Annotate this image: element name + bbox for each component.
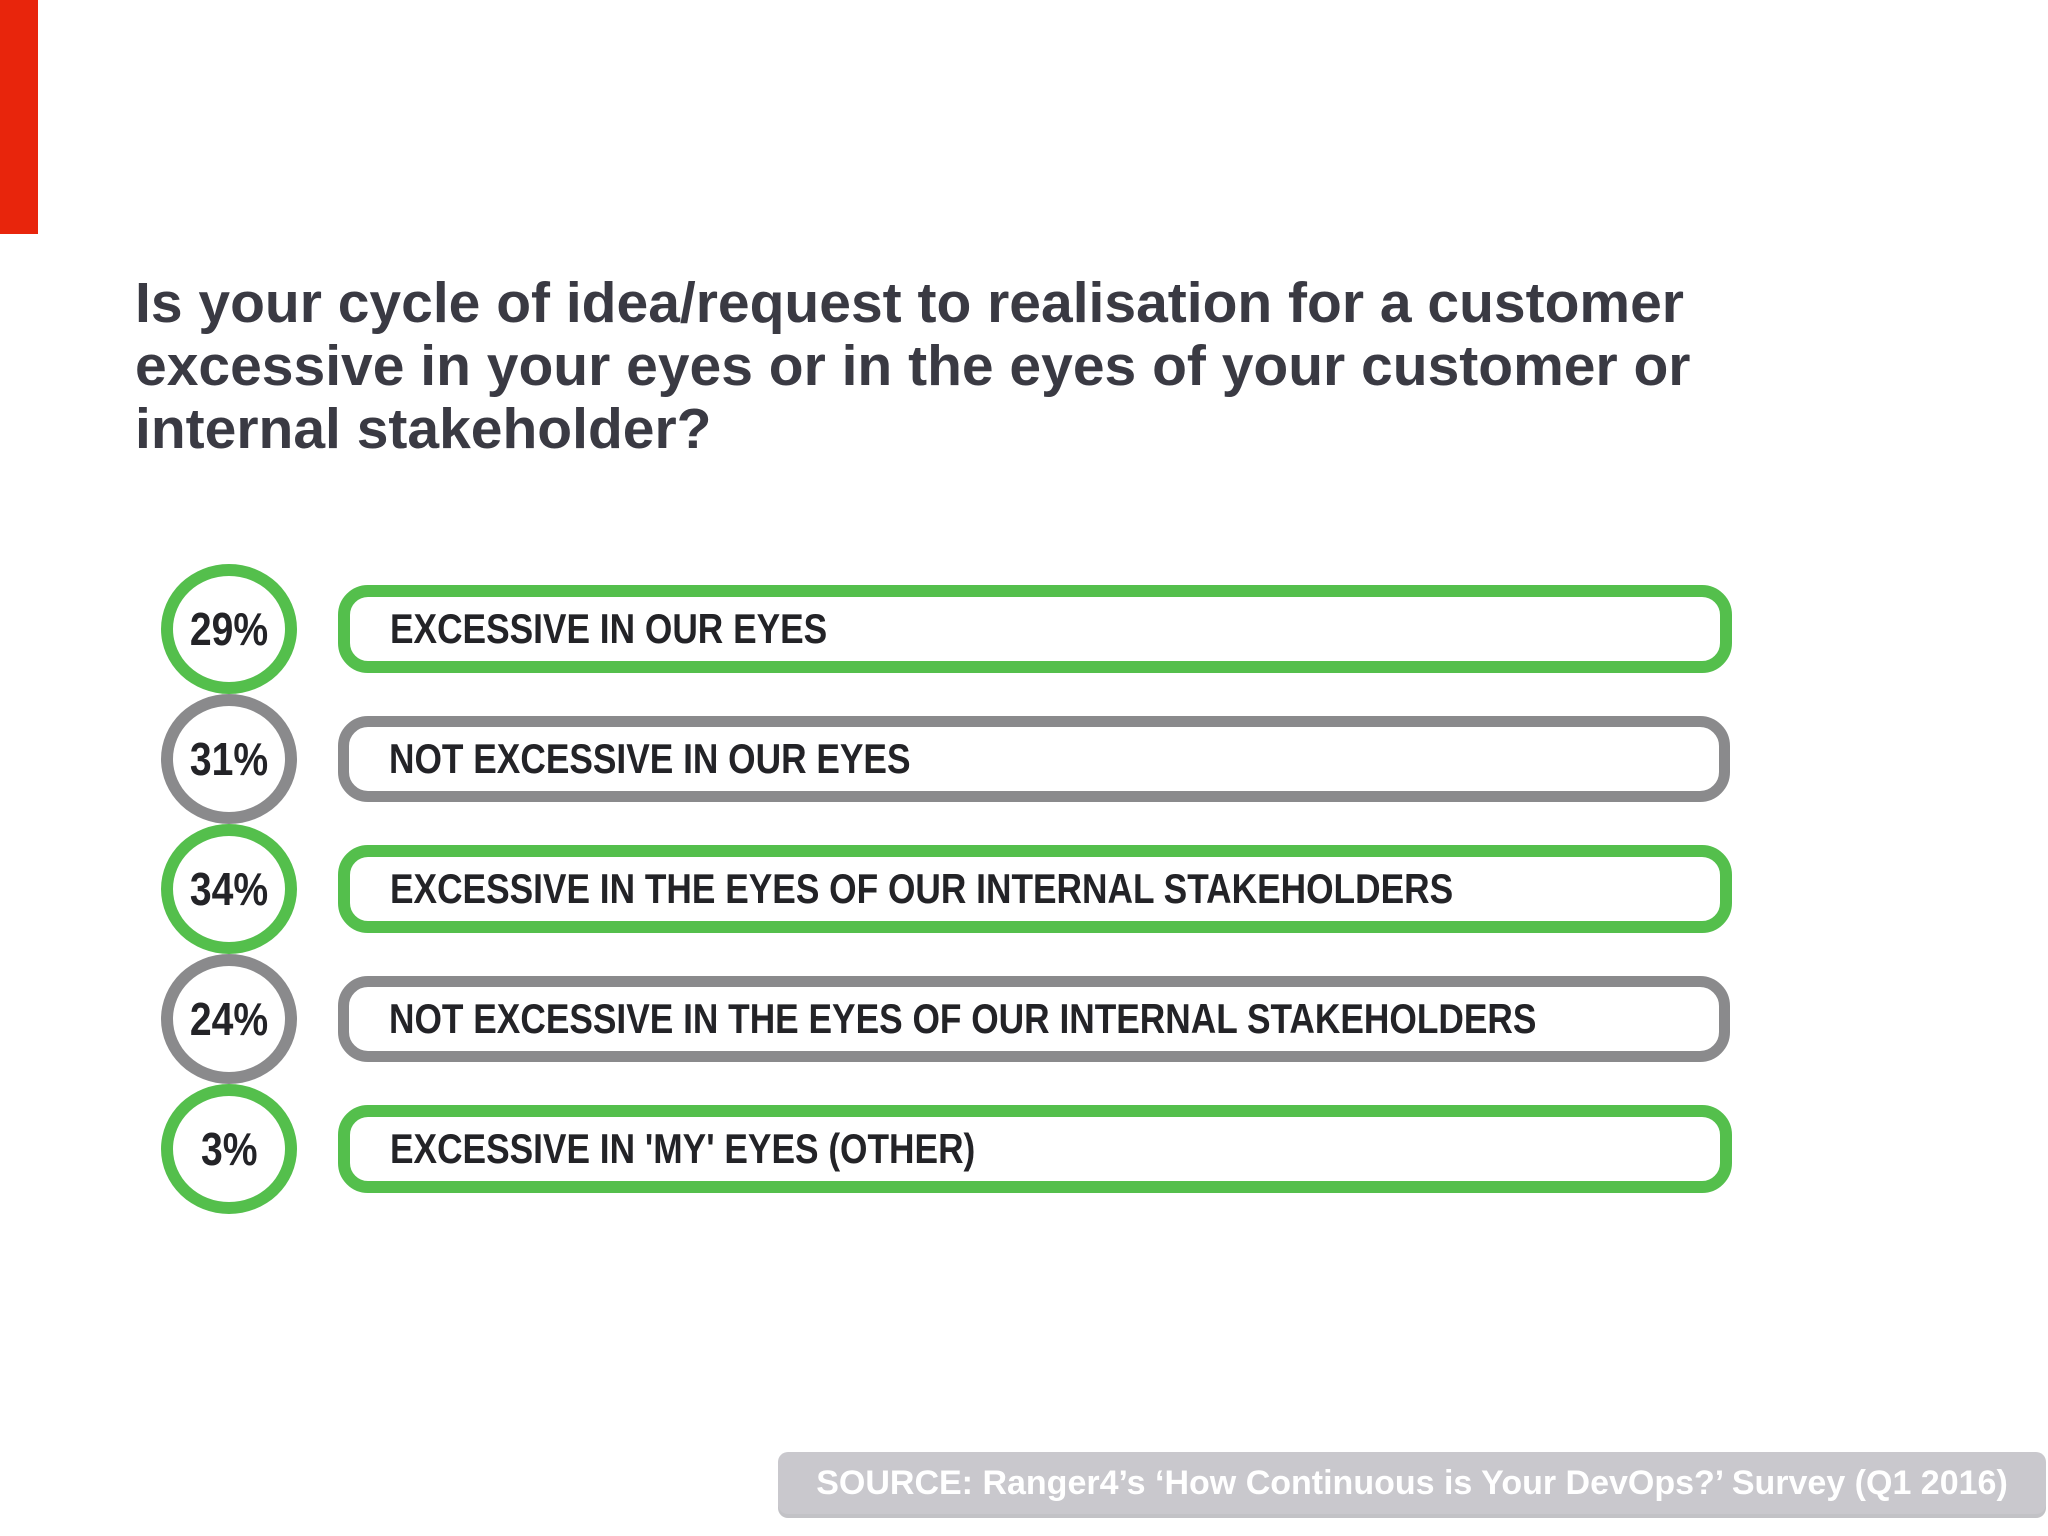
answer-pill: NOT EXCESSIVE IN OUR EYES [338,716,1730,802]
percentage-circle: 24% [161,954,297,1084]
source-text: SOURCE: Ranger4’s ‘How Continuous is You… [816,1463,2008,1502]
percentage-circle: 31% [161,694,297,824]
percentage-circle: 3% [161,1084,297,1214]
title-line-2: excessive in your eyes or in the eyes of… [135,334,1691,398]
survey-result-row: 29% EXCESSIVE IN OUR EYES [161,564,1732,694]
percentage-value: 34% [189,863,269,915]
percentage-value: 24% [189,993,269,1045]
page-title: Is your cycle of idea/request to realisa… [135,272,1975,461]
answer-label: EXCESSIVE IN 'MY' EYES (OTHER) [390,1125,976,1172]
answer-label: NOT EXCESSIVE IN OUR EYES [389,735,911,782]
answer-pill: NOT EXCESSIVE IN THE EYES OF OUR INTERNA… [338,976,1730,1062]
title-line-3: internal stakeholder? [135,397,712,461]
survey-results-list: 29% EXCESSIVE IN OUR EYES 31% NOT EXCESS… [161,564,1732,1214]
answer-pill: EXCESSIVE IN OUR EYES [338,585,1732,673]
percentage-circle: 29% [161,564,297,694]
answer-label: NOT EXCESSIVE IN THE EYES OF OUR INTERNA… [389,995,1537,1042]
survey-result-row: 3% EXCESSIVE IN 'MY' EYES (OTHER) [161,1084,1732,1214]
answer-label: EXCESSIVE IN OUR EYES [390,605,828,652]
answer-pill: EXCESSIVE IN 'MY' EYES (OTHER) [338,1105,1732,1193]
answer-label: EXCESSIVE IN THE EYES OF OUR INTERNAL ST… [390,865,1454,912]
red-accent-bar [0,0,38,234]
percentage-value: 31% [189,733,269,785]
percentage-value: 29% [189,603,269,655]
source-ribbon: SOURCE: Ranger4’s ‘How Continuous is You… [778,1452,2046,1514]
title-line-1: Is your cycle of idea/request to realisa… [135,271,1684,335]
survey-result-row: 24% NOT EXCESSIVE IN THE EYES OF OUR INT… [161,954,1732,1084]
survey-result-row: 34% EXCESSIVE IN THE EYES OF OUR INTERNA… [161,824,1732,954]
percentage-value: 3% [200,1123,258,1175]
answer-pill: EXCESSIVE IN THE EYES OF OUR INTERNAL ST… [338,845,1732,933]
percentage-circle: 34% [161,824,297,954]
survey-result-row: 31% NOT EXCESSIVE IN OUR EYES [161,694,1732,824]
